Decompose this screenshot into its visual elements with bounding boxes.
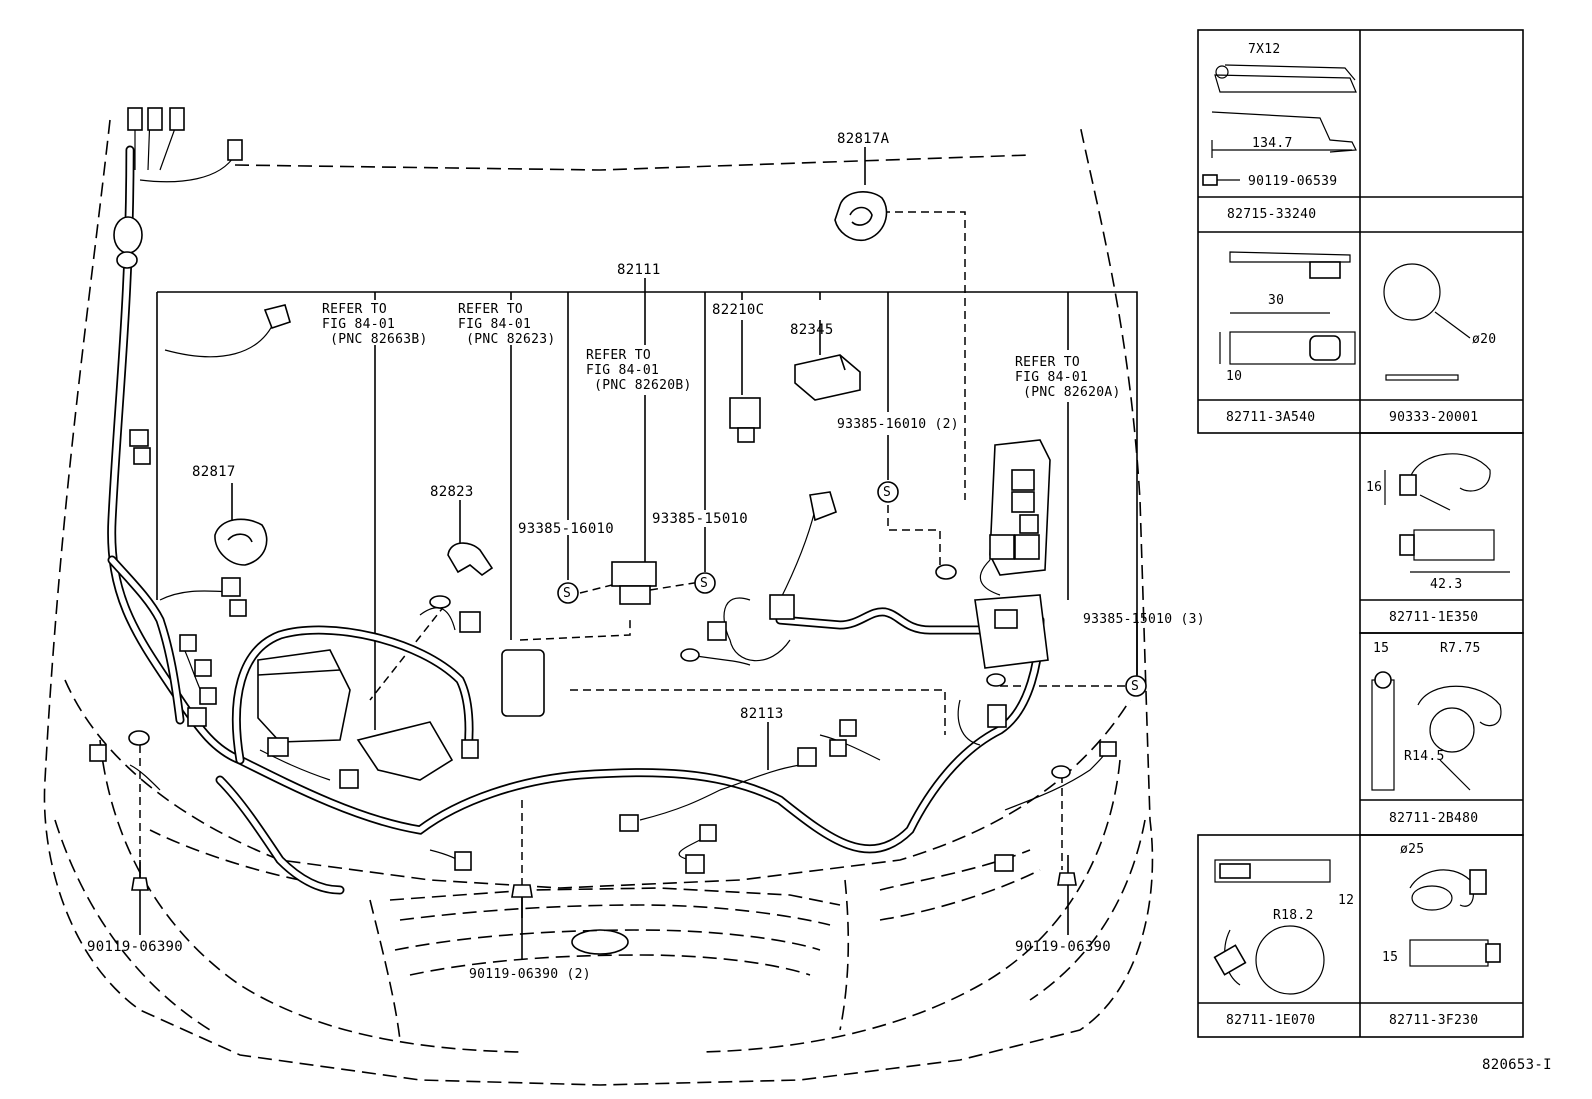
bolt-label-left: 90119-06390	[87, 939, 184, 955]
dim-r18-2: R18.2	[1273, 908, 1314, 923]
part-label-82113: 82113	[740, 706, 784, 722]
part-label-82210C: 82210C	[712, 302, 765, 318]
refer-note-82620A: REFER TO FIG 84-01 (PNC 82620A)	[1015, 355, 1121, 400]
wire-harness	[107, 110, 1109, 895]
screw-symbol-2: S	[700, 576, 709, 591]
screw-symbol-1: S	[563, 586, 572, 601]
detail-panels	[1197, 29, 1524, 1038]
part-label-82345: 82345	[790, 322, 834, 338]
refer-note-82623: REFER TO FIG 84-01 (PNC 82623)	[458, 302, 556, 347]
callout-frame	[139, 147, 1138, 960]
screw-symbol-3: S	[883, 485, 892, 500]
refer-note-82663B: REFER TO FIG 84-01 (PNC 82663B)	[322, 302, 428, 347]
refer-note-82620B: REFER TO FIG 84-01 (PNC 82620B)	[586, 348, 692, 393]
dim-10: 10	[1226, 369, 1243, 384]
screw-label-93385-15010-3: 93385-15010 (3)	[1083, 612, 1205, 627]
dim-dia-25: ø25	[1400, 842, 1425, 857]
part-label-82711-1E070: 82711-1E070	[1226, 1013, 1316, 1028]
part-label-82823: 82823	[430, 484, 474, 500]
dim-r7-75: R7.75	[1440, 641, 1481, 656]
screw-symbol-4: S	[1131, 679, 1140, 694]
part-label-82711-3F230: 82711-3F230	[1389, 1013, 1479, 1028]
part-label-82111: 82111	[617, 262, 661, 278]
part-label-82715-33240: 82715-33240	[1227, 207, 1317, 222]
screw-label-93385-15010: 93385-15010	[652, 511, 749, 527]
part-label-82817A: 82817A	[837, 131, 890, 147]
bolt-label-right: 90119-06390	[1015, 939, 1112, 955]
part-label-82711-3A540: 82711-3A540	[1226, 410, 1316, 425]
dim-15-2b480: 15	[1373, 641, 1390, 656]
part-label-82817: 82817	[192, 464, 236, 480]
dim-12: 12	[1338, 893, 1355, 908]
dashed-connections	[139, 211, 1125, 890]
part-label-82711-1E350: 82711-1E350	[1389, 610, 1479, 625]
dim-134-7: 134.7	[1252, 136, 1293, 151]
dim-42-3: 42.3	[1430, 577, 1463, 592]
dim-16: 16	[1366, 480, 1383, 495]
parts	[89, 107, 1117, 918]
screw-label-93385-16010-2: 93385-16010 (2)	[837, 417, 959, 432]
dim-30: 30	[1268, 293, 1285, 308]
dim-r14-5: R14.5	[1404, 749, 1445, 764]
dim-dia-20: ø20	[1472, 332, 1497, 347]
screw-90119-06539: 90119-06539	[1248, 174, 1338, 189]
screw-symbols	[557, 481, 1147, 697]
part-label-82711-2B480: 82711-2B480	[1389, 811, 1479, 826]
diagram-id: 820653-I	[1482, 1057, 1552, 1073]
dim-15-3f230: 15	[1382, 950, 1399, 965]
dim-7x12: 7X12	[1248, 42, 1281, 57]
screw-label-93385-16010: 93385-16010	[518, 521, 615, 537]
part-label-90333-20001: 90333-20001	[1389, 410, 1479, 425]
bolt-label-center: 90119-06390 (2)	[469, 967, 591, 982]
